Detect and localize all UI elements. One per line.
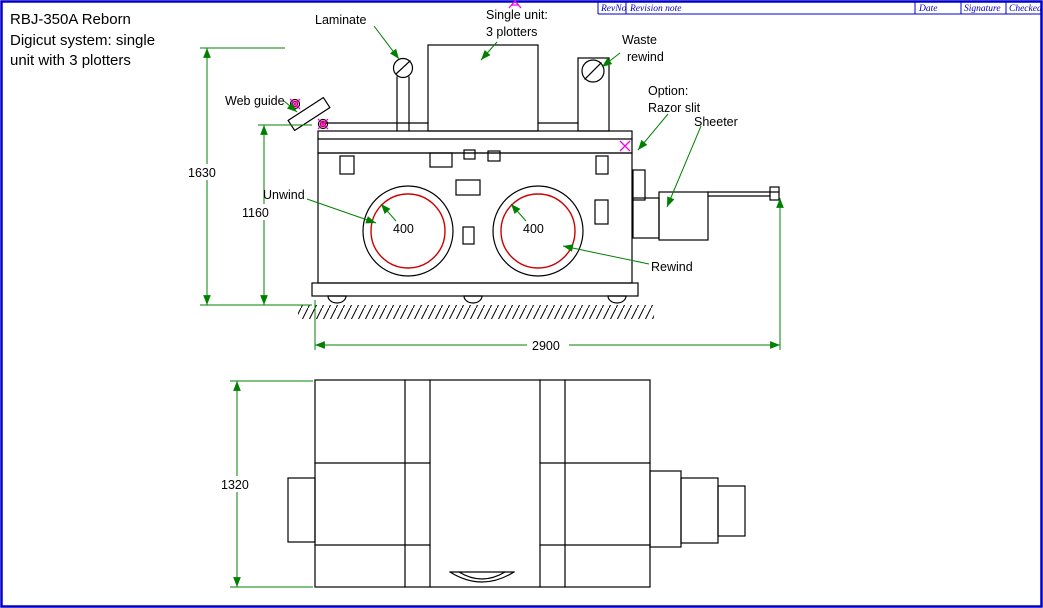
unwind-diameter-circle — [370, 193, 446, 269]
side-view-dimensions: 1630 1160 2900 400 400 — [185, 47, 784, 353]
side-view — [287, 0, 780, 319]
callout-labels: Laminate Single unit: 3 plotters Waste r… — [225, 8, 738, 274]
roller-diameter-circles — [291, 100, 576, 269]
revision-col-checked: Checked — [1009, 4, 1042, 14]
dim-roll-diameter-right: 400 — [523, 222, 544, 236]
title-line-1: RBJ-350A Reborn — [10, 11, 131, 28]
machine-foot — [463, 295, 483, 304]
revision-col-signature: Signature — [964, 4, 1001, 14]
deck-details — [339, 149, 609, 245]
laminate-roll — [392, 57, 414, 79]
leader-lines — [283, 25, 702, 265]
plan-right-module-3 — [717, 485, 746, 537]
rewind-roller — [492, 185, 584, 277]
label-web-guide: Web guide — [225, 94, 285, 108]
label-single-unit-2: 3 plotters — [486, 25, 537, 39]
plan-view-dimension: 1320 — [218, 380, 313, 588]
label-rewind: Rewind — [651, 260, 693, 274]
revision-col-revno: RevNo — [600, 4, 627, 14]
plan-outline — [314, 379, 651, 588]
revision-col-note: Revision note — [629, 4, 681, 14]
waste-rewind-stand — [577, 57, 610, 132]
unwind-roller — [362, 185, 454, 277]
label-single-unit-1: Single unit: — [486, 8, 548, 22]
razor-slit-unit — [632, 197, 660, 239]
plan-center-dish — [449, 571, 515, 583]
plan-left-module — [287, 477, 316, 543]
conveyor-end — [769, 186, 780, 201]
machine-base — [311, 282, 639, 297]
dim-overall-width: 1320 — [221, 478, 249, 492]
title-line-2: Digicut system: single — [10, 32, 155, 49]
dim-overall-height: 1630 — [188, 166, 216, 180]
plotter-unit-box — [427, 44, 539, 132]
label-sheeter: Sheeter — [694, 115, 738, 129]
title-line-3: unit with 3 plotters — [10, 52, 131, 69]
label-razor-slit: Razor slit — [648, 101, 701, 115]
label-laminate: Laminate — [315, 13, 366, 27]
revision-col-date: Date — [918, 4, 937, 14]
label-unwind: Unwind — [263, 188, 305, 202]
plan-right-module-1 — [649, 470, 682, 548]
machine-body — [287, 44, 780, 304]
ground-hatch — [298, 305, 654, 319]
revision-table-grid — [597, 2, 1041, 15]
sheeter-box — [658, 191, 709, 241]
drawing-title: RBJ-350A Reborn Digicut system: single u… — [10, 11, 155, 69]
razor-slit-bracket — [632, 169, 646, 201]
revision-table: RevNo Revision note Date Signature Check… — [597, 2, 1042, 15]
plan-view — [287, 379, 746, 588]
label-waste-2: rewind — [627, 50, 664, 64]
dim-roll-diameter-left: 400 — [393, 222, 414, 236]
web-guide-mark — [317, 118, 329, 130]
dim-unwind-height: 1160 — [242, 206, 269, 220]
waste-rewind-roll — [581, 59, 605, 83]
dim-overall-length: 2900 — [532, 339, 560, 353]
label-option: Option: — [648, 84, 688, 98]
plan-right-module-2 — [680, 477, 719, 544]
machine-foot — [607, 295, 627, 304]
razor-slit-sheeter-assembly — [632, 169, 780, 241]
label-waste-1: Waste — [622, 33, 657, 47]
crop-mark — [508, 0, 522, 9]
rewind-diameter-circle — [500, 193, 576, 269]
razor-slit-mark — [619, 140, 631, 152]
machine-foot — [327, 295, 347, 304]
